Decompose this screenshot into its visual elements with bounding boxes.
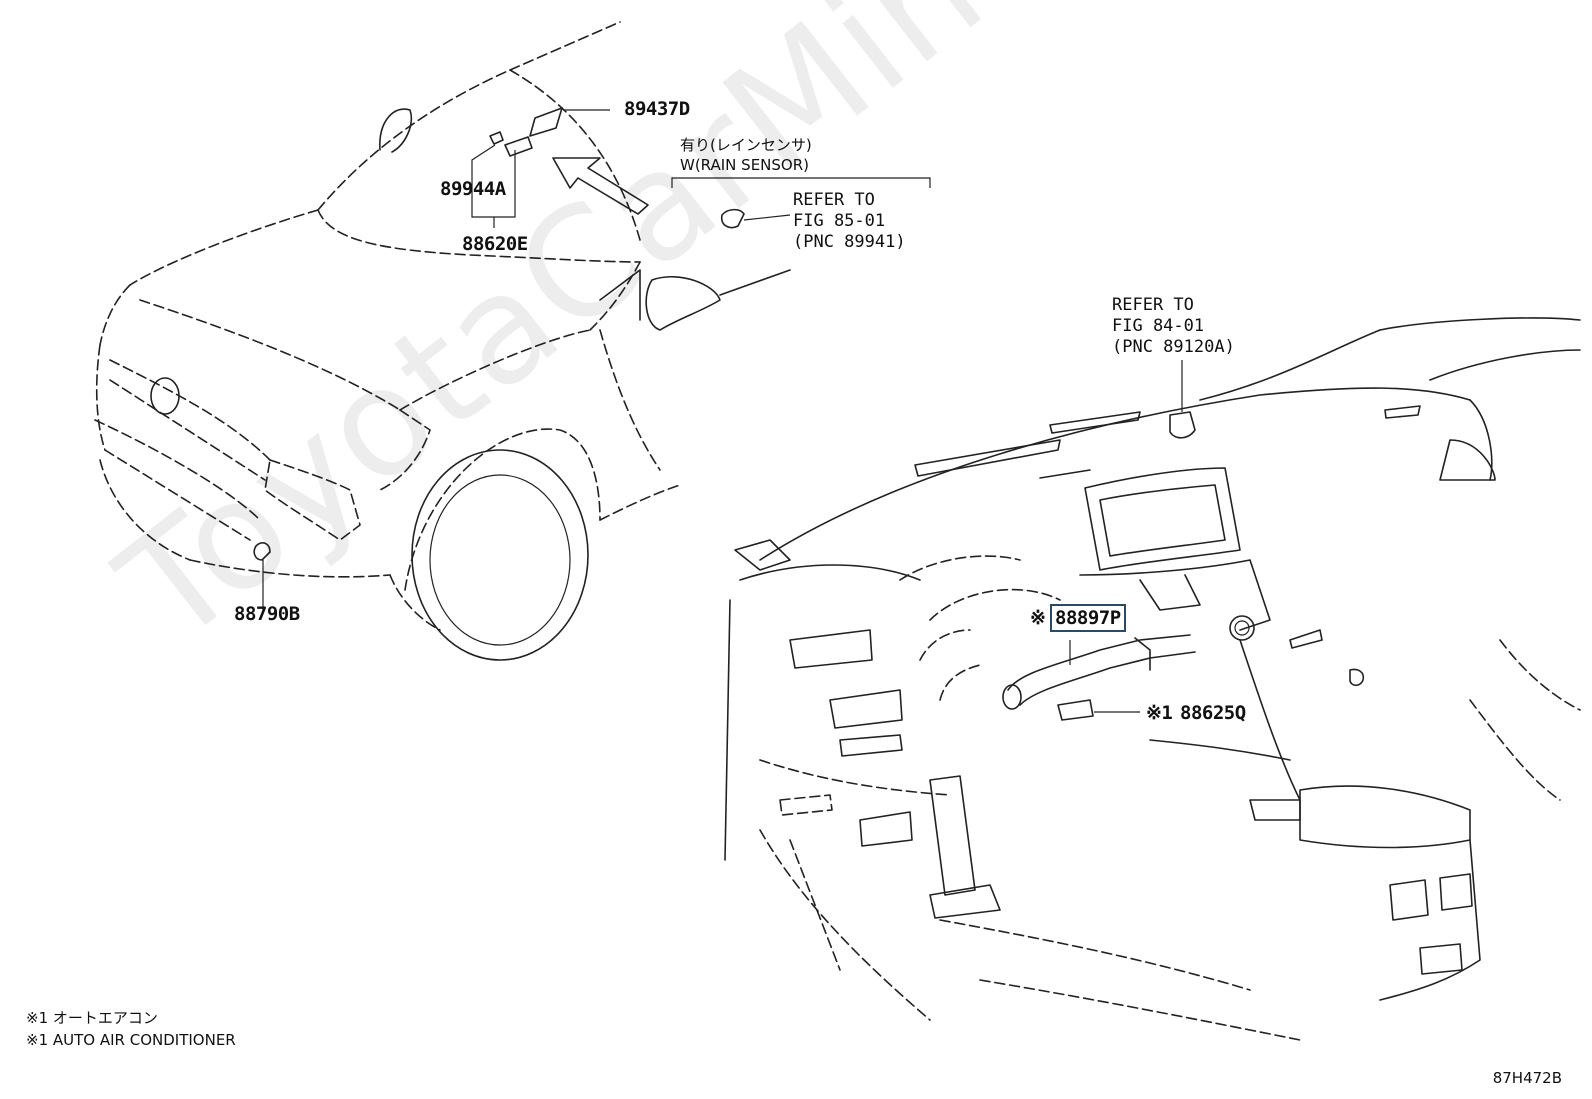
part-label-88625Q[interactable]: 88625Q xyxy=(1180,702,1246,724)
dash-ref-line2: FIG 84-01 xyxy=(1112,316,1205,336)
part-label-89944A[interactable]: 89944A xyxy=(440,178,506,200)
rain-sensor-label-jp: 有り(レインセンサ) xyxy=(680,136,812,154)
footnote-jp: ※1 オートエアコン xyxy=(26,1009,158,1027)
hose-and-connector xyxy=(1002,360,1196,721)
rain-ref-line3: (PNC 89941) xyxy=(793,232,906,252)
car-exterior-outline xyxy=(94,21,791,661)
footnote-en: ※1 AUTO AIR CONDITIONER xyxy=(26,1031,236,1049)
part-label-89437D[interactable]: 89437D xyxy=(624,98,690,120)
dash-ref-line1: REFER TO xyxy=(1112,295,1194,315)
dash-ref-line3: (PNC 89120A) xyxy=(1112,337,1235,357)
figure-code: 87H472B xyxy=(1492,1069,1562,1087)
part-label-88790B[interactable]: 88790B xyxy=(234,603,300,625)
front-sensor xyxy=(253,542,271,612)
dash-sensor-ref[interactable]: REFER TO FIG 84-01 (PNC 89120A) xyxy=(1112,295,1235,358)
note-mark-88625Q: ※1 xyxy=(1146,702,1173,724)
rain-sensor-ref[interactable]: REFER TO FIG 85-01 (PNC 89941) xyxy=(793,190,906,253)
dashboard-outline xyxy=(724,317,1581,1041)
rain-ref-line2: FIG 85-01 xyxy=(793,211,886,231)
note-mark-88897P: ※ xyxy=(1030,607,1046,629)
part-label-88620E[interactable]: 88620E xyxy=(462,233,528,255)
windshield-parts xyxy=(471,107,931,229)
rain-ref-line1: REFER TO xyxy=(793,190,875,210)
part-label-88897P[interactable]: 88897P xyxy=(1050,604,1126,632)
rain-sensor-label-en: W(RAIN SENSOR) xyxy=(680,156,809,174)
